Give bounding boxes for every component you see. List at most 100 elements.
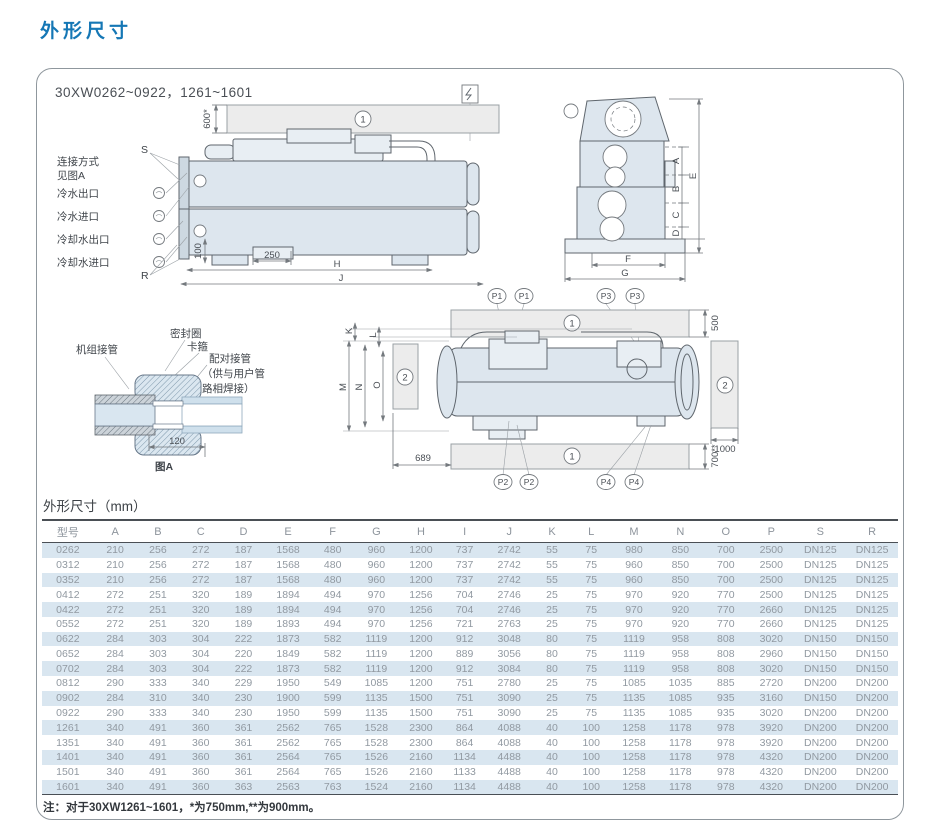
column-header: O	[703, 519, 749, 543]
table-cell: 4088	[497, 721, 521, 734]
table-cell: 3090	[497, 706, 521, 719]
table-cell: 808	[717, 633, 735, 646]
table-cell: 340	[191, 706, 210, 719]
table-cell: 480	[323, 573, 342, 586]
table-cell: 75	[585, 544, 598, 557]
table-cell: 3920	[759, 736, 783, 749]
table-title: 外形尺寸（mm）	[43, 499, 147, 514]
table-cell: 1568	[276, 573, 300, 586]
table-cell: 920	[671, 588, 690, 601]
table-cell: 770	[717, 588, 735, 601]
table-cell: 230	[234, 692, 253, 705]
table-cell: 2500	[759, 573, 783, 586]
table-cell: 25	[546, 706, 558, 719]
table-cell: 290	[106, 706, 124, 719]
svg-text:P1: P1	[519, 291, 530, 301]
side-view-callouts: S 连接方式 见图A 冷水出口 冷水进口 冷却水出口 冷却水进口	[57, 144, 190, 282]
table-cell: 2300	[409, 721, 433, 734]
column-header: H	[398, 519, 444, 543]
table-cell: 960	[367, 573, 386, 586]
table-cell: 960	[367, 544, 386, 557]
svg-text:2: 2	[722, 381, 727, 392]
table-cell: 251	[149, 603, 167, 616]
table-cell: 970	[367, 588, 386, 601]
table-cell: 340	[93, 779, 137, 796]
table-cell: 1849	[276, 647, 300, 660]
table-cell: 935	[717, 706, 735, 719]
table-cell: 284	[106, 692, 124, 705]
table-cell: 340	[106, 736, 124, 749]
table-cell: 2300	[409, 736, 433, 749]
table-cell: 599	[323, 706, 342, 719]
svg-text:A: A	[671, 157, 682, 164]
table-cell: DN125	[803, 618, 837, 631]
table-cell: DN125	[803, 603, 837, 616]
svg-text:1: 1	[569, 452, 574, 463]
table-cell: DN200	[855, 677, 889, 690]
table-cell: 361	[234, 751, 253, 764]
connection-point-markers-bottom: P2 P2 P4 P4	[493, 420, 652, 490]
table-cell: 480	[323, 544, 342, 557]
table-cell: DN125	[803, 588, 837, 601]
table-cell: 360	[191, 766, 210, 779]
table-cell: 303	[149, 633, 167, 646]
table-cell: 340	[106, 766, 124, 779]
table-cell: 40	[546, 766, 558, 779]
table-cell: 189	[234, 603, 253, 616]
table-cell: 1085	[622, 677, 646, 690]
table-cell: 885	[717, 677, 735, 690]
table-cell: 100	[582, 721, 600, 734]
table-cell: 333	[149, 677, 167, 690]
table-cell: 1528	[364, 736, 389, 749]
table-cell: 889	[455, 647, 474, 660]
table-cell: 187	[234, 559, 253, 572]
table-cell: 272	[191, 544, 210, 557]
table-cell: 737	[455, 559, 474, 572]
table-cell: 1894	[276, 588, 300, 601]
svg-text:D: D	[671, 229, 682, 236]
table-cell: 1200	[409, 633, 433, 646]
chiller-end-silhouette	[563, 96, 686, 254]
table-cell: 850	[671, 559, 690, 572]
table-cell: 2742	[497, 544, 521, 557]
callout-connection-method: 连接方式	[57, 155, 99, 168]
svg-text:M: M	[338, 383, 349, 391]
dimensions-panel: 30XW0262~0922，1261~1601	[36, 68, 904, 820]
table-cell: 2562	[276, 721, 300, 734]
table-cell: 491	[149, 766, 167, 779]
r-label: R	[141, 270, 149, 282]
table-cell: 1135	[622, 706, 646, 719]
table-cell: 363	[222, 779, 265, 796]
table-cell: 2742	[497, 559, 521, 572]
svg-text:P1: P1	[492, 291, 503, 301]
column-header: G	[354, 519, 399, 543]
table-cell: 25	[546, 618, 558, 631]
table-cell: 549	[323, 677, 342, 690]
table-cell: DN200	[855, 766, 889, 779]
table-cell: 491	[149, 721, 167, 734]
table-cell: 864	[455, 736, 474, 749]
table-cell: 1601	[42, 779, 94, 796]
table-cell: 978	[717, 721, 735, 734]
table-cell: DN125	[855, 559, 889, 572]
table-cell: 0902	[56, 692, 80, 705]
table-cell: 1351	[56, 736, 80, 749]
side-view-dimensions: 100 250 H J	[180, 238, 484, 287]
table-cell: 210	[106, 559, 124, 572]
callout-see-figure-a: 见图A	[57, 170, 85, 182]
plan-view-left-dimensions: K L M N O	[338, 322, 632, 432]
table-cell: 0652	[56, 647, 80, 660]
table-cell: DN125	[855, 573, 889, 586]
column-header: B	[136, 519, 180, 543]
svg-text:E: E	[688, 173, 699, 179]
table-cell: 1256	[409, 588, 433, 601]
plan-view: P1 P1 P3 P3 1 500	[338, 288, 739, 490]
table-cell: 1568	[276, 544, 300, 557]
